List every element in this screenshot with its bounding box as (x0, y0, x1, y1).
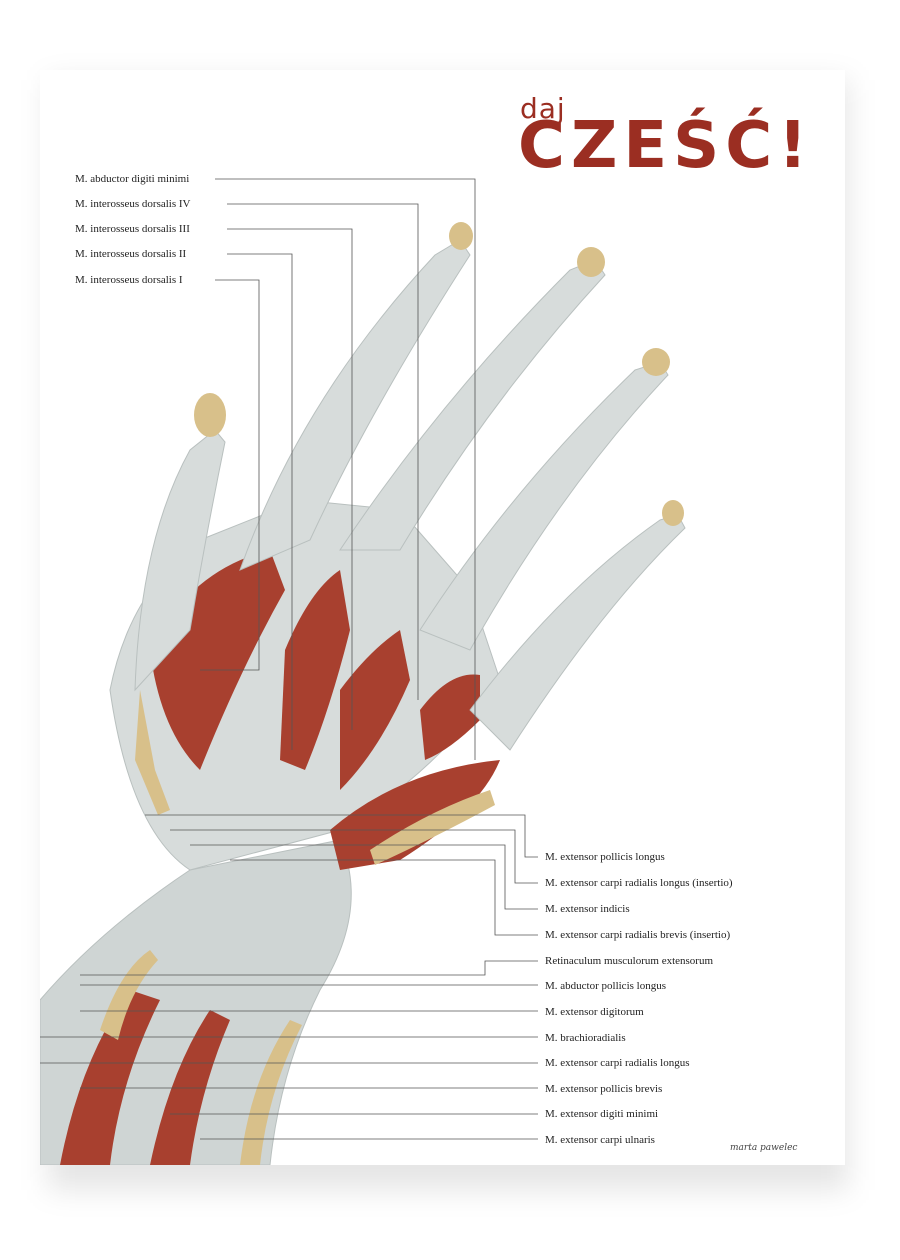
forearm-bone (100, 950, 158, 1040)
label-bottom: M. extensor indicis (545, 903, 630, 915)
finger-little (134, 429, 226, 692)
bone-wrist (370, 790, 495, 865)
forearm-muscle (60, 990, 160, 1165)
muscle-interosseus-4 (420, 674, 480, 760)
label-top: M. interosseus dorsalis I (75, 274, 183, 286)
label-top: M. interosseus dorsalis III (75, 223, 190, 235)
leader-lines-bottom (40, 814, 538, 1140)
label-bottom: M. extensor pollicis longus (545, 851, 665, 863)
anatomy-poster: daj CZEŚĆ! M. abductor digiti minimi M. … (40, 70, 845, 1165)
label-bottom: M. extensor digiti minimi (545, 1108, 659, 1120)
label-bottom: M. extensor carpi radialis longus (inser… (545, 877, 733, 889)
forearm-muscle (150, 1010, 230, 1165)
label-top: M. abductor digiti minimi (75, 173, 190, 185)
bone-wrist (135, 690, 170, 815)
label-bottom: M. extensor carpi ulnaris (545, 1134, 655, 1146)
title-small: daj (520, 92, 566, 125)
label-bottom: M. extensor carpi radialis longus (545, 1057, 690, 1069)
fingertip-bone (642, 348, 670, 376)
label-bottom: M. extensor carpi radialis brevis (inser… (545, 929, 731, 941)
hand-illustration (40, 178, 686, 1165)
artist-signature: marta pawelec (730, 1143, 798, 1153)
label-top: M. interosseus dorsalis IV (75, 198, 191, 210)
fingertip-bone (577, 247, 605, 277)
label-bottom: M. extensor pollicis brevis (545, 1083, 663, 1095)
fingertip-bone (662, 500, 684, 526)
label-bottom: M. brachioradialis (545, 1032, 626, 1044)
title-big: CZEŚĆ! (518, 109, 814, 183)
forearm-bone (240, 1020, 302, 1165)
fingertip-bone (449, 222, 473, 250)
fingertip-bone (194, 393, 226, 437)
label-bottom: M. extensor digitorum (545, 1006, 644, 1018)
muscle-interosseus-2 (280, 570, 350, 770)
label-bottom: Retinaculum musculorum extensorum (545, 955, 714, 967)
label-bottom: M. abductor pollicis longus (545, 980, 666, 992)
leader-lines-top (200, 178, 476, 760)
label-top: M. interosseus dorsalis II (75, 248, 187, 260)
muscle-interosseus-3 (340, 630, 410, 790)
finger-thumb (469, 514, 686, 751)
